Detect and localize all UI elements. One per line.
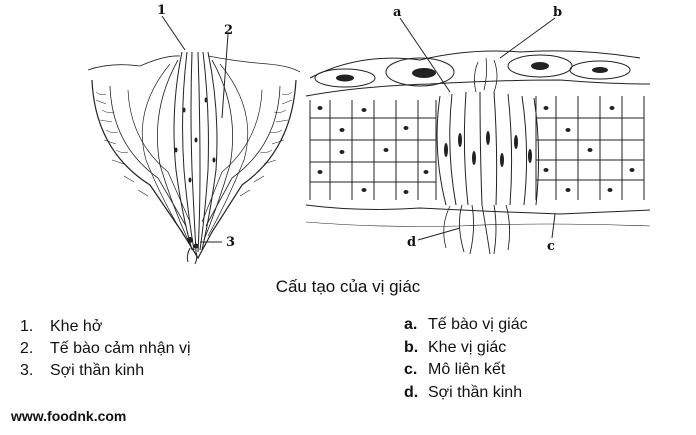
diagram-label-d: d	[407, 235, 416, 250]
legend-left-2: 2. Tế bào cảm nhận vị	[20, 340, 191, 358]
legend-letter: b.	[404, 339, 419, 356]
diagram-label-b: b	[553, 5, 562, 20]
diagram-label-1: 1	[157, 3, 166, 18]
diagram-label-3: 3	[226, 235, 235, 250]
diagram-label-2: 2	[224, 23, 233, 38]
legend-text: Khe hở	[50, 318, 103, 335]
legend-text: Sợi thần kinh	[50, 362, 145, 379]
legend-left-1: 1. Khe hở	[20, 318, 102, 336]
legend-right-c: c. Mô liên kết	[404, 361, 505, 379]
legend-right-d: d. Sợi thần kinh	[404, 384, 522, 402]
legend-number: 3.	[20, 362, 34, 379]
legend-left-3: 3. Sợi thần kinh	[20, 362, 144, 380]
legend-text: Sợi thần kinh	[428, 384, 523, 401]
figure-caption: Cấu tạo của vị giác	[275, 277, 421, 296]
legend-text: Mô liên kết	[428, 361, 506, 378]
legend-letter: a.	[404, 316, 418, 333]
legend-right-b: b. Khe vị giác	[404, 339, 506, 357]
legend-text: Tế bào vị giác	[428, 316, 528, 333]
legend-text: Khe vị giác	[428, 339, 507, 356]
legend-letter: c.	[404, 361, 418, 378]
website-footer: www.foodnk.com	[11, 408, 127, 424]
diagram-label-c: c	[547, 239, 555, 254]
legend-letter: d.	[404, 384, 419, 401]
legend-number: 1.	[20, 318, 34, 335]
legend-number: 2.	[20, 340, 34, 357]
legend-right-a: a. Tế bào vị giác	[404, 316, 528, 334]
diagram-label-a: a	[393, 5, 402, 20]
legend-text: Tế bào cảm nhận vị	[50, 340, 191, 357]
